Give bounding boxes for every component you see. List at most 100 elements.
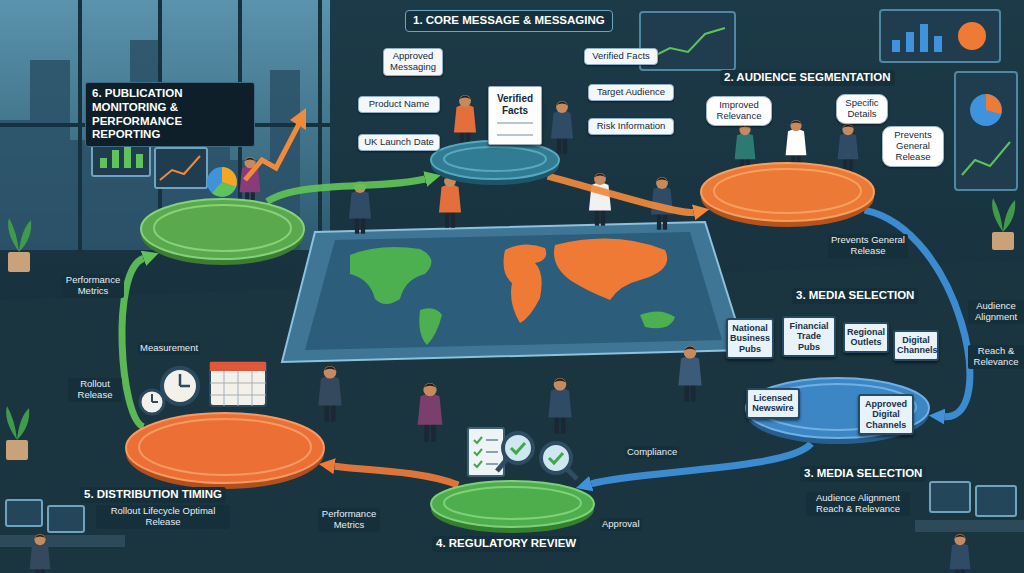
media-screen: National Business Pubs [726, 318, 774, 359]
platform-surface [154, 205, 291, 251]
screen-pie [970, 94, 1002, 126]
calendar-grid [210, 371, 266, 406]
media-screen: Licensed Newswire [746, 388, 800, 419]
platform-surface [444, 147, 546, 171]
platform-outline [430, 138, 560, 186]
media-label: Digital Channels [897, 335, 935, 356]
checklist-lines [486, 440, 498, 464]
continent [419, 308, 442, 345]
clock-icon [140, 390, 164, 414]
plant [992, 198, 1015, 232]
person-figure [439, 175, 461, 228]
stage-platform: 5. DISTRIBUTION TIMING [125, 410, 325, 490]
flow-arrow [267, 179, 425, 202]
pie-chart [212, 182, 236, 197]
platform-surface [444, 487, 581, 519]
callout-text: Product Name [362, 99, 436, 110]
plant-pot [6, 440, 28, 460]
screen-pie [958, 22, 986, 50]
note-label: Audience Alignment Reach & Relevance [806, 492, 910, 516]
clock-hands [152, 394, 158, 402]
person-figure [838, 124, 859, 174]
callout-tag: Risk Information [588, 118, 674, 135]
person-figure [548, 378, 571, 434]
callout-text: Prevents General Release [886, 130, 940, 163]
desk-monitor [930, 482, 970, 512]
screen-bars [892, 24, 942, 52]
flow-arrow [335, 466, 459, 485]
note-label: Reach & Relevance [968, 345, 1024, 369]
platform-surface [141, 199, 304, 259]
stage-platform: 1. CORE MESSAGE & MESSAGING [430, 138, 560, 186]
callout-text: Specific Details [840, 98, 884, 120]
media-screen: Approved Digital Channels [858, 394, 914, 435]
media-label: Regional Outlets [847, 327, 885, 348]
callout-text: Improved Relevance [710, 100, 768, 122]
platform-outline [140, 196, 305, 266]
note-label: Prevents General Release [828, 234, 908, 258]
callout-tag: UK Launch Date [358, 134, 440, 151]
magnifier-icon [541, 443, 571, 473]
stage-heading: 5. DISTRIBUTION TIMING [80, 487, 226, 503]
note-label: Rollout Release [68, 378, 122, 402]
media-label: National Business Pubs [730, 323, 770, 354]
stage-heading: 4. REGULATORY REVIEW [432, 536, 580, 552]
screen-chart [962, 142, 1010, 175]
media-label: Licensed Newswire [750, 393, 796, 414]
platform-outline [700, 160, 875, 228]
map-table [282, 222, 745, 362]
stage-heading: 3. MEDIA SELECTION [800, 466, 926, 482]
wall-screen [955, 72, 1017, 190]
callout-text: Verified Facts [588, 51, 654, 62]
callout-tag: Product Name [358, 96, 440, 113]
person-figure [551, 101, 573, 154]
person-figure [454, 95, 476, 148]
platform-surface [714, 169, 861, 213]
continent [504, 244, 547, 323]
calendar-header [210, 362, 266, 371]
stage-heading: 2. AUDIENCE SEGMENTATION [720, 70, 895, 86]
document-card: Verified Facts [488, 86, 542, 145]
note-label: Performance Metrics [318, 508, 380, 532]
stage-platform: 4. REGULATORY REVIEW [430, 478, 595, 534]
chart-bars [100, 144, 143, 168]
screen-chart [650, 28, 725, 58]
plant-pot [8, 252, 30, 272]
platform-outline [125, 410, 325, 490]
callout-text: Target Audience [592, 87, 670, 98]
platform-surface [139, 419, 311, 475]
person-figure [678, 346, 701, 402]
check-mark [511, 443, 525, 453]
callout-text: Approved Messaging [387, 51, 439, 73]
callout-text: Risk Information [592, 121, 670, 132]
clock-icon [162, 368, 198, 404]
plant [8, 218, 31, 252]
desk-monitor [48, 506, 84, 532]
magnifier-icon [503, 433, 533, 463]
flow-arrow [591, 444, 811, 484]
media-screen: Regional Outlets [843, 322, 889, 353]
chart-line [160, 156, 200, 180]
media-label: Financial Trade Pubs [786, 321, 832, 352]
media-label: Approved Digital Channels [862, 399, 910, 430]
stage-heading: 3. MEDIA SELECTION [792, 288, 918, 304]
person-figure [950, 534, 971, 573]
stage-heading: 6. PUBLICATION MONITORING & PERFORMANCE … [85, 82, 255, 147]
note-label: Compliance [625, 446, 679, 459]
map-surface [305, 232, 722, 350]
plant-pot [992, 232, 1014, 250]
callout-tag: Approved Messaging [383, 48, 443, 76]
person-figure [30, 534, 51, 573]
callout-tag: Verified Facts [584, 48, 658, 65]
plant [6, 406, 29, 440]
callout-text: Verified Facts [492, 93, 538, 116]
pie-chart [207, 167, 237, 197]
desk [0, 535, 125, 547]
media-screen: Financial Trade Pubs [782, 316, 836, 357]
flow-arrow [548, 176, 694, 212]
person-figure [589, 173, 611, 226]
platform-surface [431, 141, 559, 179]
note-label: Measurement [138, 342, 200, 355]
